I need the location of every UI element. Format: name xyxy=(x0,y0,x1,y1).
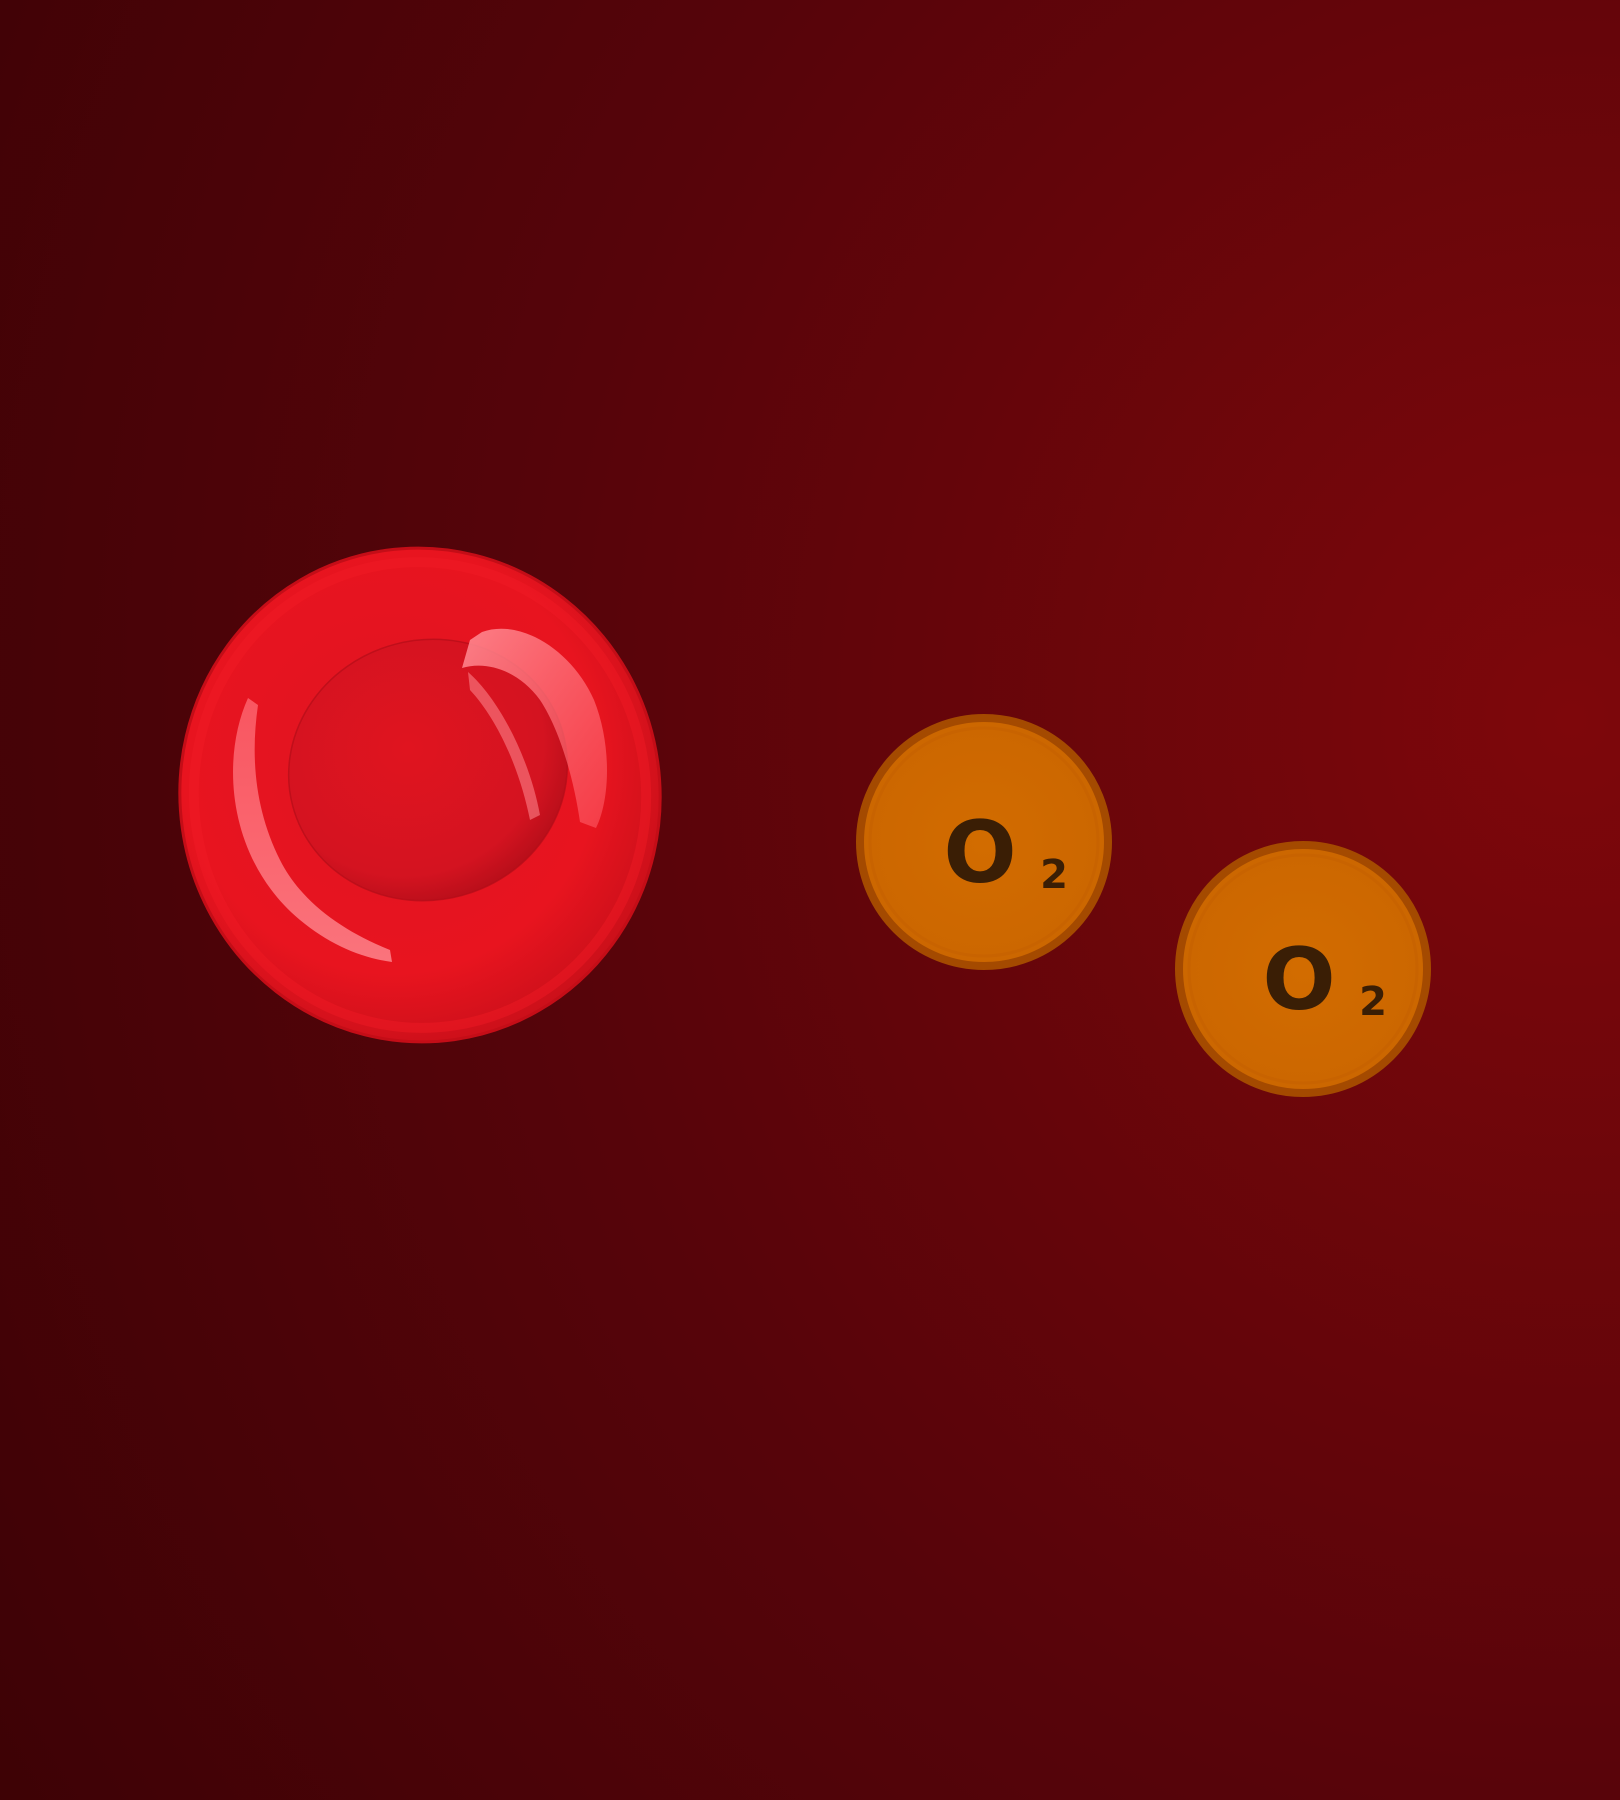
molecule-circle xyxy=(856,714,1112,970)
cell-highlight-left xyxy=(233,698,392,962)
molecule-circle xyxy=(1175,841,1431,1097)
molecule-subscript: 2 xyxy=(1359,979,1387,1025)
red-blood-cell xyxy=(178,546,662,1044)
molecule-inner-ring xyxy=(1187,853,1419,1085)
cell-highlight-right xyxy=(462,628,607,828)
molecule-symbol: O xyxy=(1262,930,1335,1030)
oxygen-molecule-2: O 2 xyxy=(1175,841,1431,1097)
oxygen-molecule-1: O 2 xyxy=(856,714,1112,970)
molecule-inner-ring xyxy=(868,726,1100,958)
molecule-subscript: 2 xyxy=(1040,852,1068,898)
cell-rim xyxy=(188,557,652,1033)
cell-highlight-right-inner xyxy=(468,672,540,820)
molecule-symbol: O xyxy=(943,803,1016,903)
